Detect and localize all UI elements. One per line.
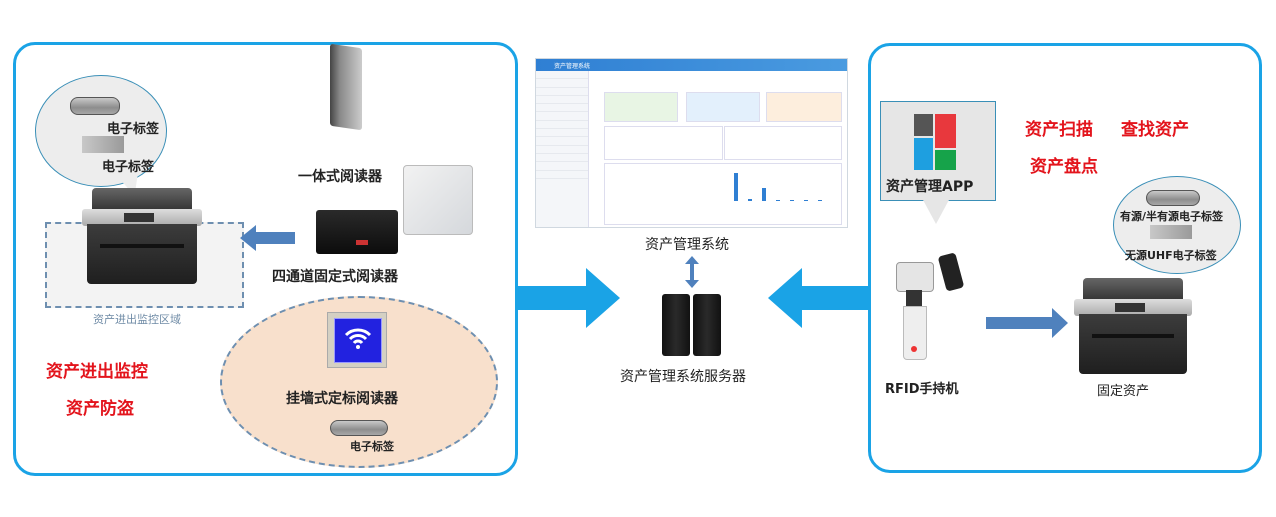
- active-tag-icon: [1146, 190, 1200, 206]
- integrated-reader-label: 一体式阅读器: [298, 169, 382, 185]
- feature-scan: 资产扫描: [1025, 120, 1093, 140]
- handheld-to-asset-arrow: [986, 308, 1068, 338]
- tag-label-1: 电子标签: [107, 122, 160, 137]
- app-tile-green: [935, 150, 956, 170]
- bidirectional-arrow: [685, 256, 699, 288]
- antenna-icon: [403, 165, 473, 235]
- wall-tag-icon: [330, 420, 388, 436]
- dashboard-bar: [818, 199, 822, 201]
- dashboard-title: 资产管理系统: [554, 63, 591, 70]
- app-tile-red: [935, 114, 956, 148]
- app-tile-grid: [914, 114, 956, 170]
- system-label: 资产管理系统: [645, 237, 729, 253]
- feature-monitor: 资产进出监控: [46, 362, 148, 382]
- dashboard-bar: [748, 198, 752, 201]
- wall-tag-label: 电子标签: [350, 440, 394, 453]
- dashboard-card-blue: [686, 92, 760, 122]
- four-channel-reader-icon: [316, 210, 398, 254]
- feature-find: 查找资产: [1121, 120, 1189, 140]
- four-channel-reader-label: 四通道固定式阅读器: [272, 269, 398, 285]
- dashboard-bar: [804, 199, 808, 201]
- handheld-label: RFID手持机: [885, 382, 959, 397]
- passive-tag-label: 无源UHF电子标签: [1125, 249, 1217, 262]
- metal-tag-icon: [70, 97, 120, 115]
- dashboard-table-2: [724, 126, 842, 160]
- app-tile-blue: [914, 138, 933, 170]
- server-icon-2: [693, 294, 721, 356]
- right-flow-arrow: [768, 268, 868, 328]
- wall-reader-device: [327, 312, 387, 368]
- dashboard-card-orange: [766, 92, 842, 122]
- server-label: 资产管理系统服务器: [620, 369, 746, 385]
- system-dashboard-thumbnail: 资产管理系统: [535, 58, 848, 228]
- passive-tag-icon: [1150, 225, 1192, 239]
- feature-inventory: 资产盘点: [1030, 157, 1098, 177]
- feature-antitheft: 资产防盗: [66, 399, 134, 419]
- dashboard-sidebar: [536, 71, 589, 227]
- dashboard-bar: [790, 199, 794, 201]
- dashboard-bar: [776, 199, 780, 201]
- wifi-icon: [344, 328, 372, 349]
- active-tag-label: 有源/半有源电子标签: [1120, 210, 1224, 223]
- flat-tag-icon: [82, 136, 124, 153]
- dashboard-chart-panel: [604, 163, 842, 225]
- left-flow-arrow: [518, 268, 620, 328]
- app-label: 资产管理APP: [886, 179, 974, 195]
- dashboard-bar: [762, 187, 766, 201]
- app-tile-settings: [914, 114, 933, 136]
- dashboard-card-green: [604, 92, 678, 122]
- tag-bubble: [35, 75, 167, 187]
- reader-to-zone-arrow: [240, 225, 295, 251]
- dashboard-bar-chart: [726, 169, 836, 201]
- integrated-reader-icon: [330, 43, 362, 131]
- monitor-zone-label: 资产进出监控区域: [93, 313, 181, 326]
- dashboard-table-1: [604, 126, 723, 160]
- app-bubble-tail: [922, 198, 950, 224]
- wall-reader-label: 挂墙式定标阅读器: [286, 391, 398, 407]
- dashboard-bar: [734, 172, 738, 201]
- fixed-asset-printer-icon: [1074, 278, 1192, 374]
- server-icon: [662, 294, 690, 356]
- printer-icon: [82, 188, 202, 284]
- fixed-asset-label: 固定资产: [1097, 384, 1150, 399]
- dashboard-header: 资产管理系统: [536, 59, 847, 71]
- tag-label-2: 电子标签: [102, 160, 155, 175]
- rfid-handheld-icon: [896, 262, 934, 360]
